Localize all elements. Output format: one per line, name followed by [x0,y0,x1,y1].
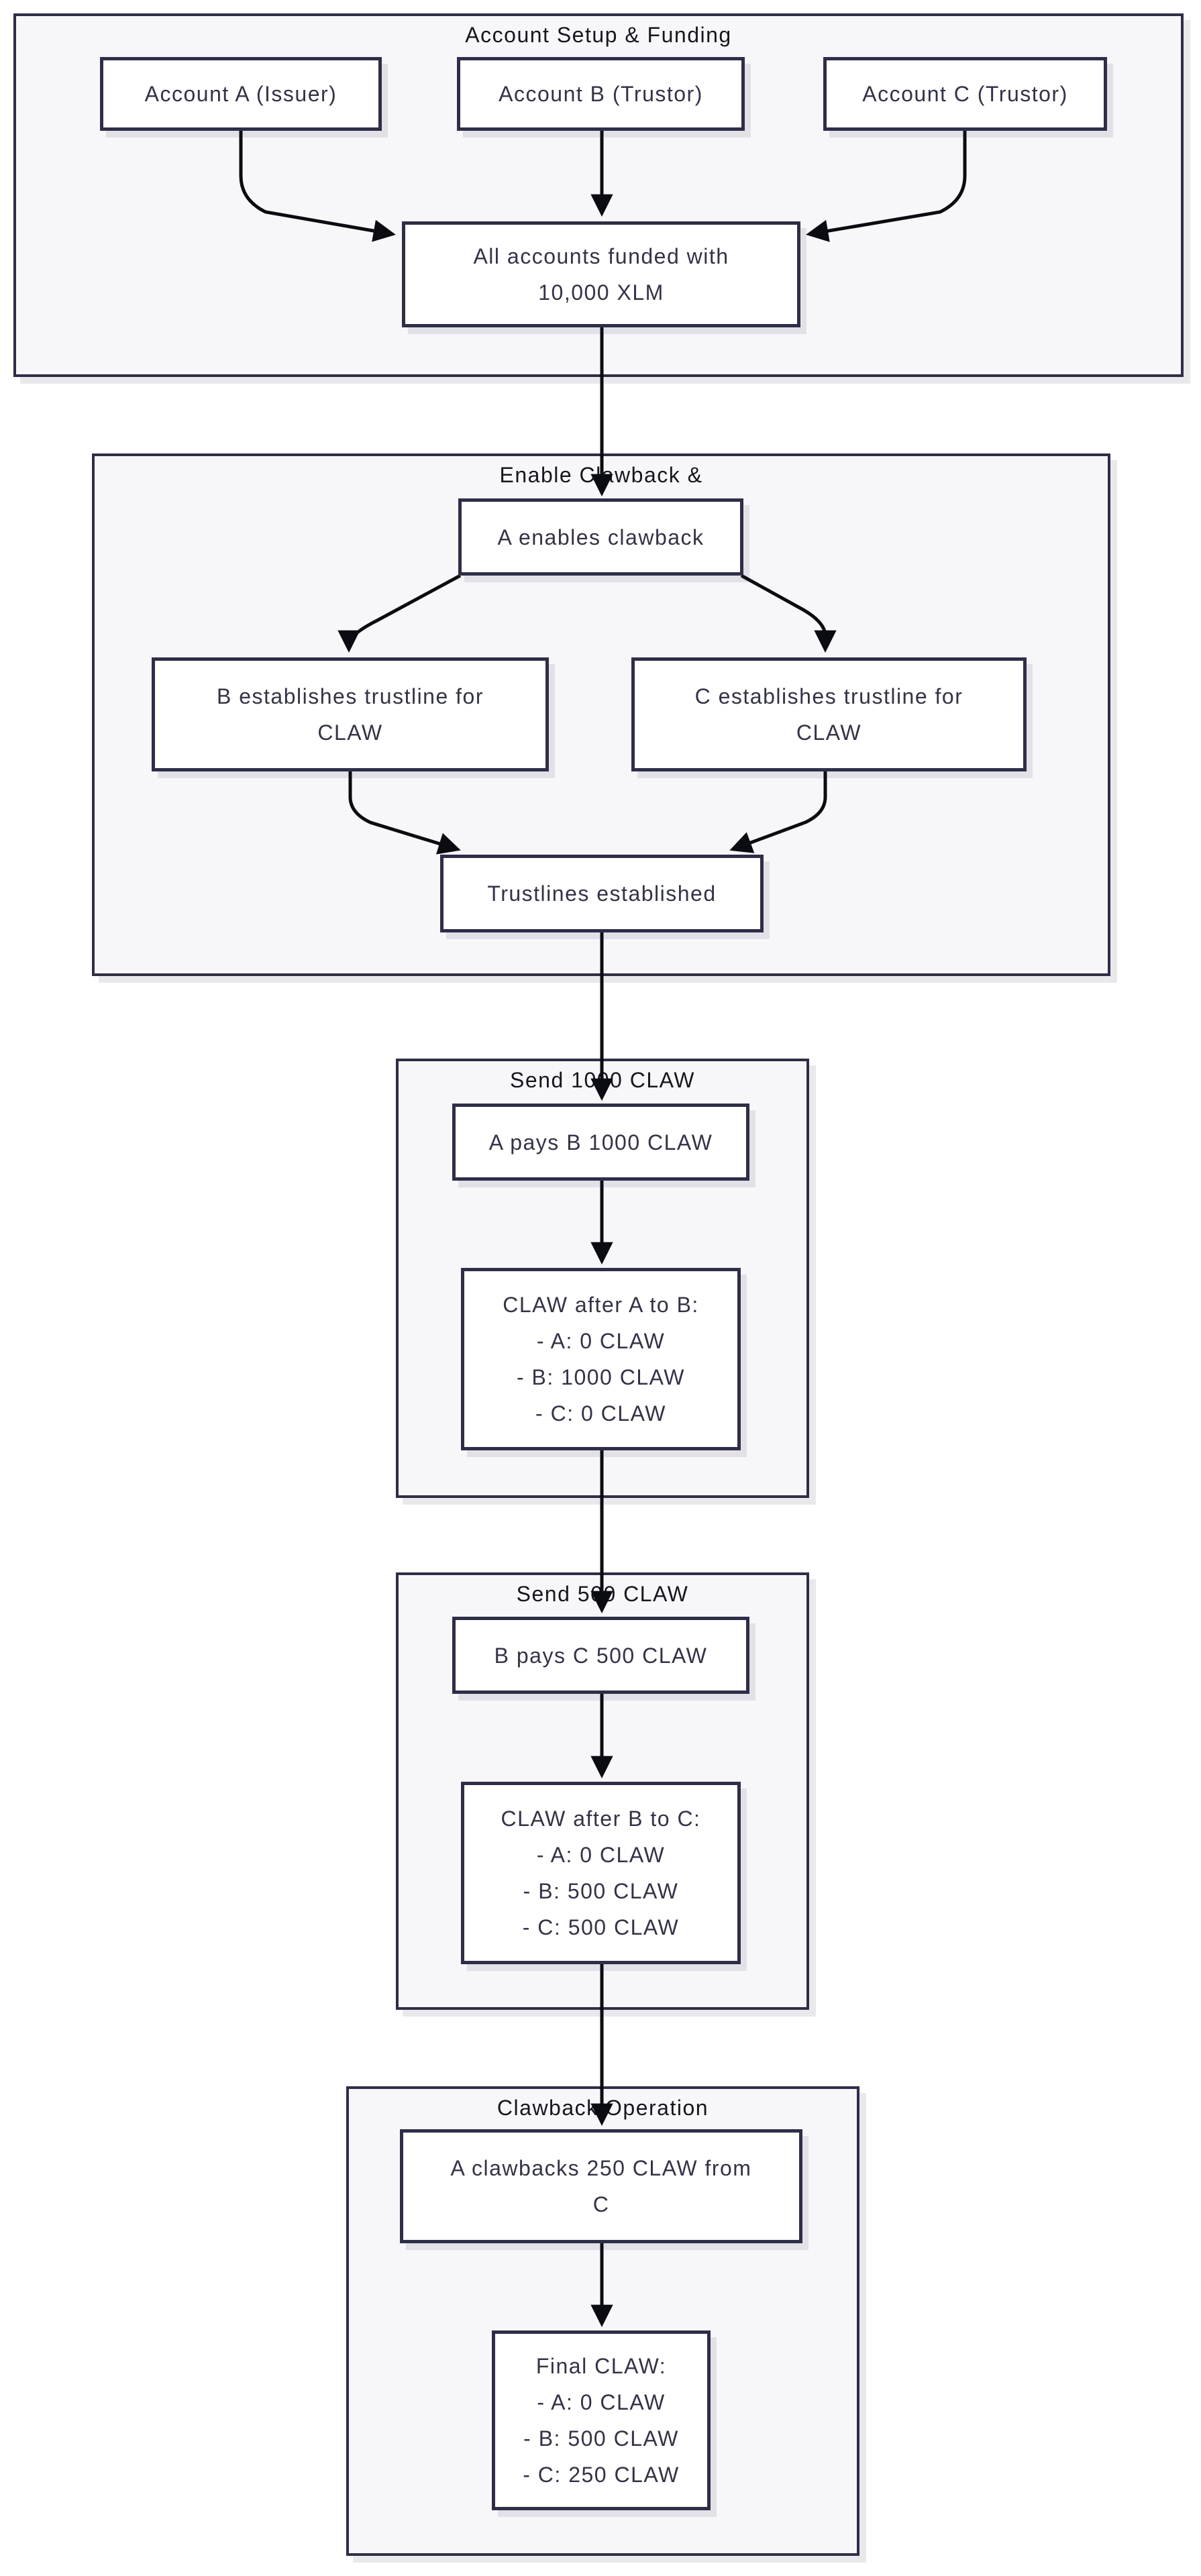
section-title-enable-clawback: Enable Clawback & [499,463,703,487]
node-line: - C: 250 CLAW [523,2463,680,2487]
node-line: - A: 0 CLAW [536,1329,666,1353]
node-line: CLAW after A to B: [503,1293,699,1317]
node-line: Account A (Issuer) [144,82,337,106]
node-line: CLAW [317,720,383,745]
node-pays-bc: B pays C 500 CLAW [452,1617,749,1694]
node-line: A pays B 1000 CLAW [488,1130,713,1155]
node-account-b: Account B (Trustor) [457,57,745,131]
node-line: B establishes trustline for [217,684,484,708]
node-line: C establishes trustline for [694,684,963,708]
node-line: C [592,2192,610,2216]
node-line: - B: 500 CLAW [523,1879,679,1903]
node-line: - C: 0 CLAW [535,1401,666,1426]
node-enables-clawback: A enables clawback [458,498,743,576]
section-title-send-500-claw: Send 500 CLAW [516,1582,689,1606]
node-line: All accounts funded with [473,244,729,268]
node-account-a: Account A (Issuer) [100,57,382,131]
node-line: B pays C 500 CLAW [494,1643,708,1668]
node-final-claw: Final CLAW: - A: 0 CLAW - B: 500 CLAW - … [492,2330,711,2510]
node-line: - C: 500 CLAW [522,1915,680,1939]
node-line: Account C (Trustor) [862,82,1068,106]
node-pays-ab: A pays B 1000 CLAW [452,1104,749,1181]
node-line: - A: 0 CLAW [536,1843,666,1867]
node-line: A enables clawback [497,525,704,549]
node-line: A clawbacks 250 CLAW from [450,2156,752,2180]
node-trustline-c: C establishes trustline for CLAW [631,657,1027,771]
node-clawback-250: A clawbacks 250 CLAW from C [400,2129,802,2243]
node-line: - A: 0 CLAW [537,2390,666,2414]
node-trustlines-established: Trustlines established [440,855,764,932]
node-line: Trustlines established [487,881,717,906]
node-line: - B: 1000 CLAW [516,1365,685,1389]
node-line: CLAW after B to C: [501,1807,701,1831]
node-line: - B: 500 CLAW [523,2426,679,2451]
node-line: Account B (Trustor) [499,82,703,106]
node-account-c: Account C (Trustor) [823,57,1107,131]
section-title-send-1000-claw: Send 1000 CLAW [510,1068,695,1092]
node-funded: All accounts funded with 10,000 XLM [402,221,800,327]
node-line: CLAW [796,720,862,745]
section-title-clawback-operation: Clawback Operation [497,2096,709,2120]
node-line: Final CLAW: [535,2354,667,2378]
node-claw-after-ab: CLAW after A to B: - A: 0 CLAW - B: 1000… [461,1268,741,1450]
section-title-account-setup: Account Setup & Funding [465,23,732,47]
node-claw-after-bc: CLAW after B to C: - A: 0 CLAW - B: 500 … [461,1782,741,1964]
node-trustline-b: B establishes trustline for CLAW [152,657,549,771]
node-line: 10,000 XLM [538,280,664,305]
